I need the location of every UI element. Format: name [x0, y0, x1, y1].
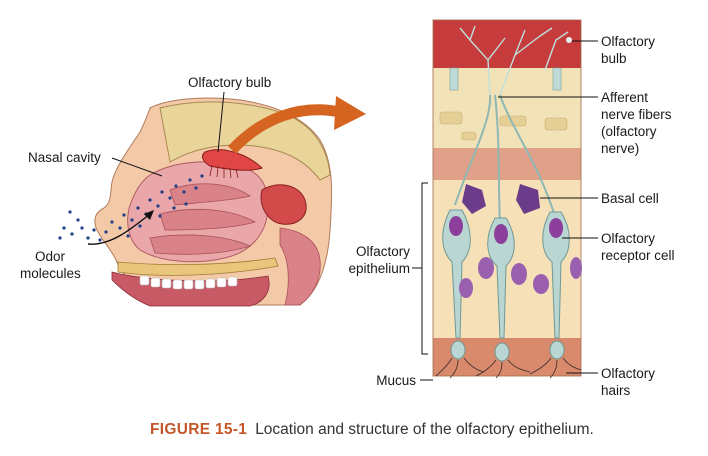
dendritic-knobs: [450, 340, 565, 362]
odor-molecules-dots: [58, 174, 204, 242]
concha-lower: [149, 234, 252, 255]
olfactory-hairs: [435, 357, 582, 379]
concha-middle: [159, 208, 257, 231]
label-afferent-3: (olfactory: [601, 124, 657, 139]
receptor-cells: [442, 209, 570, 339]
receptor-nuclei: [449, 216, 563, 244]
supporting-nuclei: [459, 257, 582, 298]
label-epithelium-1: Olfactory: [355, 244, 410, 259]
label-mucus: Mucus: [376, 373, 416, 388]
palate: [117, 257, 279, 276]
afferent-fibers: [454, 94, 557, 226]
lamina-propria: [433, 148, 581, 180]
bulb-dendrites: [459, 25, 569, 96]
label-afferent-4: nerve): [601, 141, 640, 156]
bone-texture: [439, 111, 568, 141]
label-hairs-2: hairs: [601, 383, 631, 398]
odor-path-arrowhead: [144, 210, 154, 220]
bulb-layer: [433, 20, 581, 68]
label-olfactory-bulb-left: Olfactory bulb: [188, 75, 272, 90]
label-hairs-1: Olfactory: [601, 366, 656, 381]
concha-upper: [169, 183, 251, 206]
teeth: [139, 275, 238, 290]
zoom-arrow: [227, 104, 342, 154]
label-odor-1: Odor: [34, 249, 65, 264]
label-afferent-2: nerve fibers: [601, 107, 672, 122]
figure-number: FIGURE 15-1: [150, 421, 248, 438]
olfactory-bulb-fibers: [209, 164, 239, 179]
label-nasal-cavity: Nasal cavity: [28, 150, 101, 165]
olfactory-bulb-shape: [202, 149, 263, 171]
odor-path-arrow: [87, 213, 151, 245]
label-receptor-1: Olfactory: [601, 231, 656, 246]
basal-cells: [462, 184, 540, 214]
pharynx: [279, 227, 321, 306]
label-basal-cell: Basal cell: [601, 191, 659, 206]
caption-text: Location and structure of the olfactory …: [255, 421, 594, 438]
sphenoid-sinus: [260, 184, 307, 225]
label-epithelium-2: epithelium: [348, 261, 410, 276]
label-afferent-1: Afferent: [601, 90, 649, 105]
zoom-arrowhead: [334, 96, 366, 130]
label-olfactory-bulb-right-2: bulb: [601, 51, 627, 66]
label-receptor-2: receptor cell: [601, 248, 675, 263]
figure-caption: FIGURE 15-1 Location and structure of the…: [150, 421, 594, 439]
label-odor-2: molecules: [20, 266, 81, 281]
label-olfactory-bulb-right-1: Olfactory: [601, 34, 656, 49]
